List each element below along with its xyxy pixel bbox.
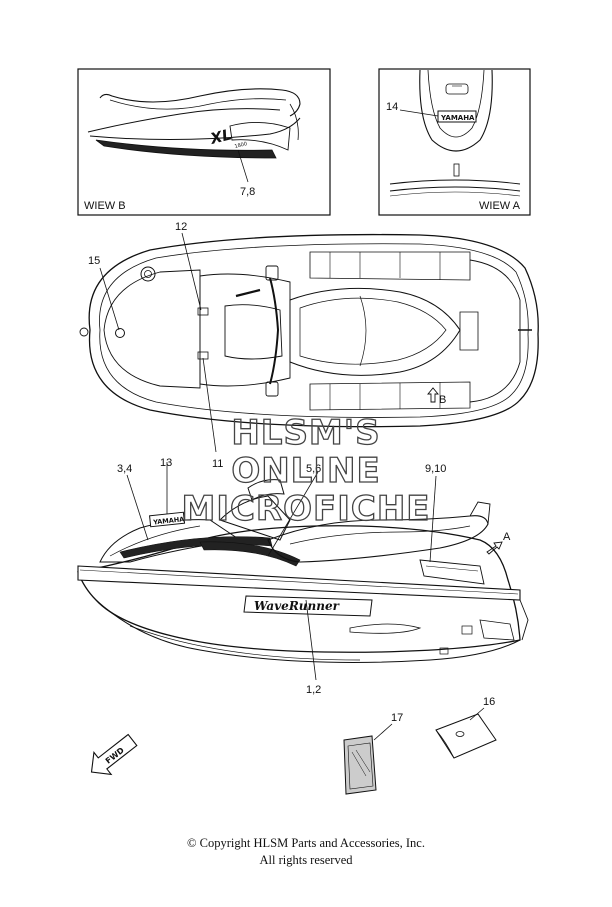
side-view-badge <box>149 511 186 528</box>
fwd-arrow-icon: FWD <box>90 733 138 776</box>
part-16-pouch: 16 <box>435 696 497 759</box>
watermark: HLSM'S ONLINE MICROFICHE <box>181 412 430 529</box>
arrow-b-label: B <box>439 394 446 406</box>
callout-5-6: 5,6 <box>306 463 321 475</box>
callout-3-4: 3,4 <box>117 463 132 475</box>
arrow-a-label: A <box>503 531 511 543</box>
watermark-line-1: HLSM'S <box>231 413 380 453</box>
callout-14: 14 <box>386 101 398 113</box>
top-view-craft: B 12 15 11 <box>79 221 539 470</box>
view-a-badge-text: YAMAHA <box>440 114 475 122</box>
copyright-notice: © Copyright HLSM Parts and Accessories, … <box>187 836 425 850</box>
side-view-craft: YAMAHA WaveRunner A 3,4 13 5,6 9,10 1,2 <box>77 457 529 696</box>
callout-13: 13 <box>160 457 172 469</box>
watermark-line-3: MICROFICHE <box>181 489 430 529</box>
side-view-logo: WaveRunner <box>254 599 341 613</box>
callout-11: 11 <box>212 458 223 470</box>
fuel-cap-icon <box>115 328 125 338</box>
view-a-title: WIEW A <box>479 200 521 212</box>
rights-notice: All rights reserved <box>259 853 353 867</box>
callout-16: 16 <box>483 696 495 708</box>
callout-12: 12 <box>175 221 187 233</box>
view-a-badge <box>437 110 477 123</box>
view-a-panel: YAMAHA 14 WIEW A <box>378 68 531 216</box>
callout-7-8: 7,8 <box>240 186 255 198</box>
part-17-decal-sheet: 17 <box>343 712 403 795</box>
callout-1-2: 1,2 <box>306 684 321 696</box>
view-b-title: WIEW B <box>84 200 126 212</box>
view-b-decal: XL <box>208 125 234 148</box>
callout-17: 17 <box>391 712 403 724</box>
view-b-decal-sub: 1800 <box>234 141 248 150</box>
side-view-badge-text: YAMAHA <box>152 515 185 526</box>
callout-9-10: 9,10 <box>425 463 446 475</box>
view-b-panel: XL 1800 7,8 WIEW B <box>77 68 331 216</box>
callout-15: 15 <box>88 255 100 267</box>
watermark-line-2: ONLINE <box>231 451 380 491</box>
